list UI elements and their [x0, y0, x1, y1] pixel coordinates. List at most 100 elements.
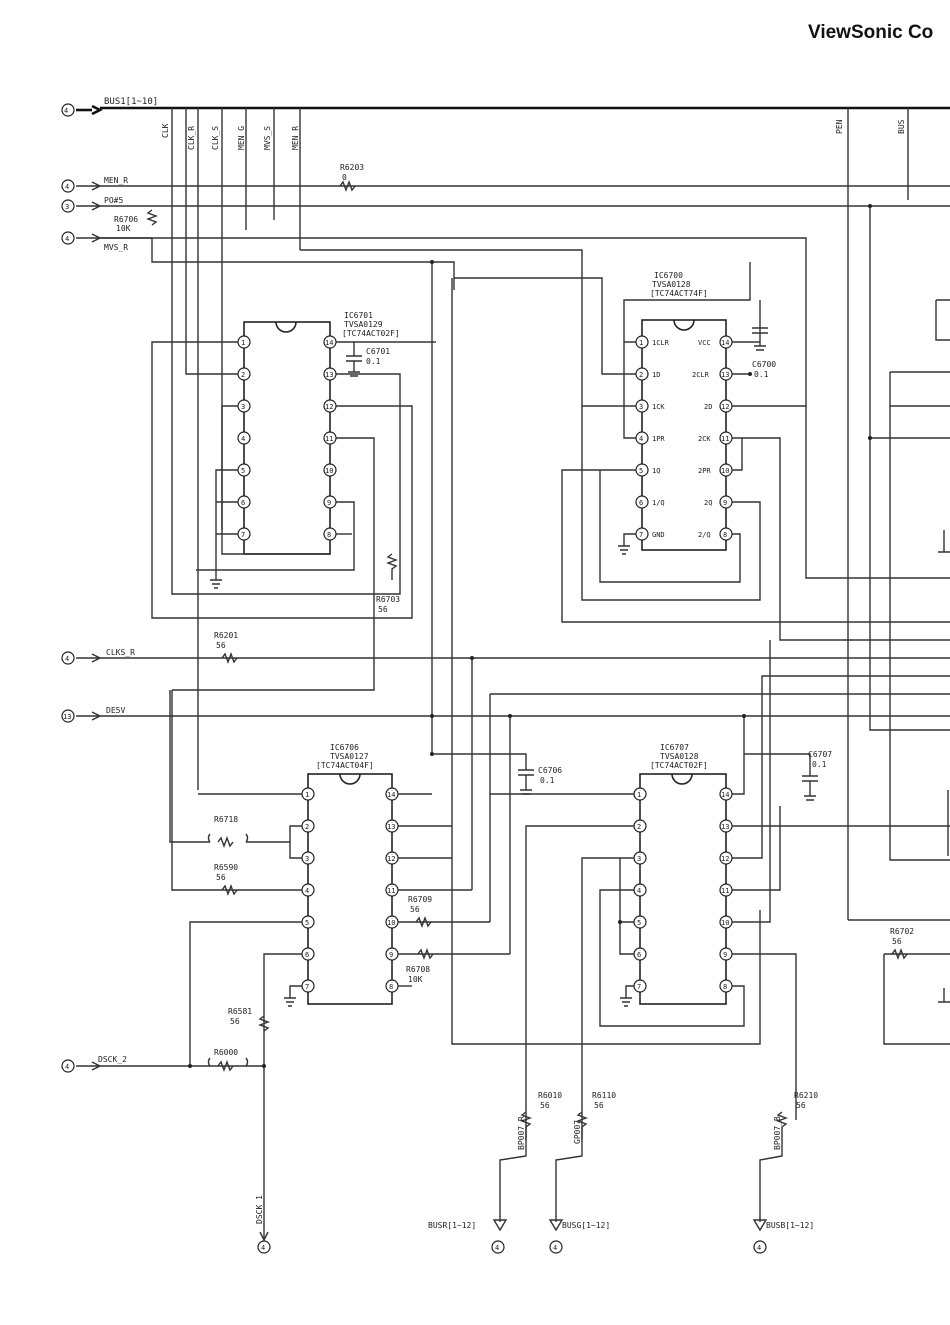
svg-text:1: 1	[241, 339, 245, 347]
svg-text:2Q: 2Q	[704, 499, 712, 507]
svg-text:13: 13	[387, 823, 395, 831]
ic6707-wiring: C6707 0.1	[490, 640, 950, 1140]
r6203: R6203 0	[339, 163, 364, 192]
svg-text:DSCK_1: DSCK_1	[255, 1195, 264, 1224]
svg-text:8: 8	[723, 531, 727, 539]
svg-text:12: 12	[721, 403, 729, 411]
svg-text:13: 13	[721, 823, 729, 831]
svg-text:[TC74ACT02F]: [TC74ACT02F]	[342, 329, 400, 338]
svg-text:0.1: 0.1	[754, 370, 769, 379]
svg-text:R6203: R6203	[340, 163, 364, 172]
ic6700: IC6700 TVSA0128 [TC74ACT74F] 1 2 3 4 5 6…	[635, 271, 733, 551]
right-stub: R6702 56	[848, 204, 950, 1045]
svg-text:R6000: R6000	[214, 1048, 238, 1057]
r6000: R6000	[207, 1048, 266, 1072]
ic6700-pins: 1 2 3 4 5 6 7 14 13 12 11 10 9 8 1CLR 1D…	[635, 335, 733, 541]
svg-text:TVSA0129: TVSA0129	[344, 320, 383, 329]
svg-text:C6706: C6706	[538, 766, 562, 775]
svg-text:11: 11	[721, 887, 729, 895]
ic6707-pins: 1 2 3 4 5 6 7 14 13 12 11 10 9 8	[633, 787, 733, 993]
svg-text:6: 6	[305, 951, 309, 959]
ic6706-pins: 1 2 3 4 5 6 7 14 13 12 11 10 9 8	[301, 787, 399, 993]
svg-text:56: 56	[378, 605, 388, 614]
svg-text:56: 56	[216, 641, 226, 650]
svg-text:14: 14	[721, 791, 729, 799]
input-mvs-r: 4 MVS_R	[61, 231, 455, 290]
bottom-bus-r: R6010 56 BP007_R BUSR[1~12] 4	[428, 1091, 562, 1254]
svg-text:7: 7	[241, 531, 245, 539]
svg-text:GP007: GP007	[573, 1120, 582, 1144]
svg-text:2: 2	[305, 823, 309, 831]
svg-text:R6110: R6110	[592, 1091, 616, 1100]
svg-text:1: 1	[305, 791, 309, 799]
svg-text:BP007_B: BP007_B	[773, 1116, 782, 1150]
svg-text:11: 11	[721, 435, 729, 443]
svg-text:CLK: CLK	[161, 123, 170, 138]
svg-text:10K: 10K	[116, 224, 131, 233]
svg-text:MVS_S: MVS_S	[263, 126, 272, 150]
svg-text:12: 12	[325, 403, 333, 411]
svg-text:11: 11	[387, 887, 395, 895]
svg-text:3: 3	[65, 203, 69, 211]
svg-text:BUSR[1~12]: BUSR[1~12]	[428, 1221, 476, 1230]
svg-text:4: 4	[757, 1244, 761, 1252]
svg-text:DE5V: DE5V	[106, 706, 125, 715]
svg-text:9: 9	[723, 499, 727, 507]
svg-text:13: 13	[721, 371, 729, 379]
svg-text:1Q: 1Q	[652, 467, 660, 475]
svg-text:14: 14	[387, 791, 395, 799]
svg-text:3: 3	[639, 403, 643, 411]
svg-text:2: 2	[639, 371, 643, 379]
svg-text:TVSA0128: TVSA0128	[660, 752, 699, 761]
svg-text:[TC74ACT04F]: [TC74ACT04F]	[316, 761, 374, 770]
svg-text:9: 9	[723, 951, 727, 959]
svg-text:56: 56	[796, 1101, 806, 1110]
svg-text:2PR: 2PR	[698, 467, 711, 475]
svg-text:2: 2	[637, 823, 641, 831]
svg-text:4: 4	[261, 1244, 265, 1252]
svg-text:4: 4	[553, 1244, 557, 1252]
ic6701: IC6701 TVSA0129 [TC74ACT02F] 1 2 3 4 5 6…	[237, 311, 400, 555]
input-po5: 3 PO#5	[61, 196, 950, 213]
svg-text:14: 14	[721, 339, 729, 347]
svg-text:6: 6	[241, 499, 245, 507]
svg-text:13: 13	[63, 713, 71, 721]
r6706: R6706 10K	[114, 209, 158, 233]
r6581: R6581 56	[228, 1007, 270, 1032]
svg-text:56: 56	[230, 1017, 240, 1026]
svg-text:BP007_R: BP007_R	[517, 1116, 526, 1150]
input-men-r: 4 MEN_R	[61, 176, 950, 193]
svg-text:8: 8	[389, 983, 393, 991]
svg-text:0.1: 0.1	[366, 357, 381, 366]
svg-text:R6718: R6718	[214, 815, 238, 824]
svg-text:R6590: R6590	[214, 863, 238, 872]
svg-text:5: 5	[639, 467, 643, 475]
svg-text:MEN_R: MEN_R	[291, 126, 300, 150]
svg-text:R6581: R6581	[228, 1007, 252, 1016]
svg-text:9: 9	[327, 499, 331, 507]
svg-text:11: 11	[325, 435, 333, 443]
svg-text:4: 4	[639, 435, 643, 443]
svg-text:1PR: 1PR	[652, 435, 665, 443]
svg-text:10: 10	[387, 919, 395, 927]
svg-text:C6700: C6700	[752, 360, 776, 369]
svg-text:1CK: 1CK	[652, 403, 665, 411]
ic6707: IC6707 TVSA0128 [TC74ACT02F] 1 2 3 4 5 6…	[633, 743, 733, 1005]
svg-text:7: 7	[639, 531, 643, 539]
svg-text:7: 7	[637, 983, 641, 991]
svg-text:5: 5	[305, 919, 309, 927]
svg-text:TVSA0128: TVSA0128	[652, 280, 691, 289]
svg-text:MEN_G: MEN_G	[237, 126, 246, 150]
svg-text:BUSG[1~12]: BUSG[1~12]	[562, 1221, 610, 1230]
svg-text:4: 4	[65, 183, 69, 191]
svg-text:[TC74ACT02F]: [TC74ACT02F]	[650, 761, 708, 770]
bottom-bus-b: R6210 56 BP007_B BUSB[1~12] 4	[752, 1091, 818, 1254]
r6201: R6201 56	[214, 631, 238, 664]
ic6701-wiring: C6701 0.1 R6703 56	[151, 108, 436, 691]
main-bus-label: BUS1[1~10]	[104, 97, 158, 107]
svg-text:CLKS_R: CLKS_R	[106, 648, 135, 657]
svg-text:3: 3	[305, 855, 309, 863]
svg-text:13: 13	[325, 371, 333, 379]
svg-text:C6701: C6701	[366, 347, 390, 356]
svg-text:6: 6	[639, 499, 643, 507]
